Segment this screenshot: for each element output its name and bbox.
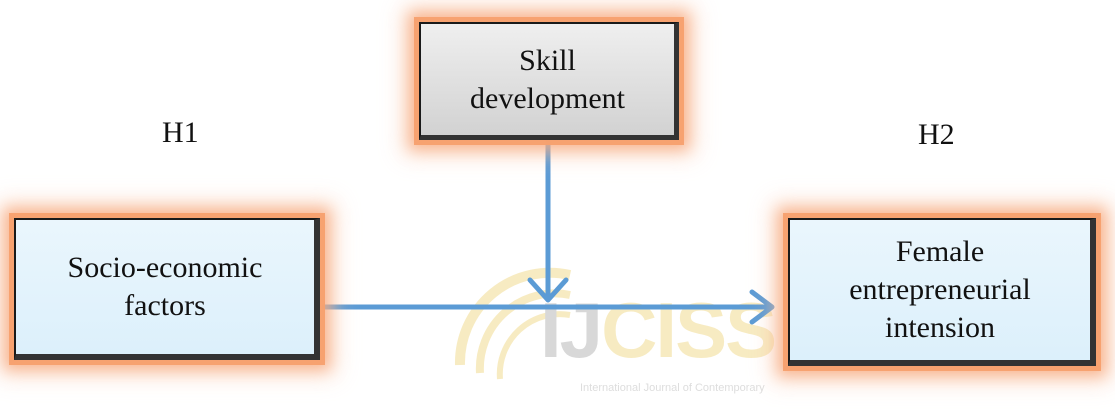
journal-watermark: IJCISS International Journal of Contempo… — [420, 255, 777, 405]
hypothesis-h2-label: H2 — [918, 118, 955, 151]
node-skill-development: Skill development — [419, 22, 679, 140]
watermark-ciss: CISS — [601, 286, 777, 374]
watermark-subtitle: International Journal of Contemporary — [580, 382, 765, 394]
node-female-label: Female entrepreneurial intension — [849, 235, 1031, 344]
node-socio-economic-factors: Socio-economic factors — [14, 218, 320, 360]
node-socio-label: Socio-economic factors — [67, 251, 263, 322]
main-effect-arrowhead — [749, 289, 775, 325]
hypothesis-h1-label: H1 — [162, 116, 199, 149]
moderation-arrowhead — [527, 277, 569, 303]
node-skill-label: Skill development — [470, 43, 625, 115]
node-female-entrepreneurial-intension: Female entrepreneurial intension — [788, 218, 1096, 366]
